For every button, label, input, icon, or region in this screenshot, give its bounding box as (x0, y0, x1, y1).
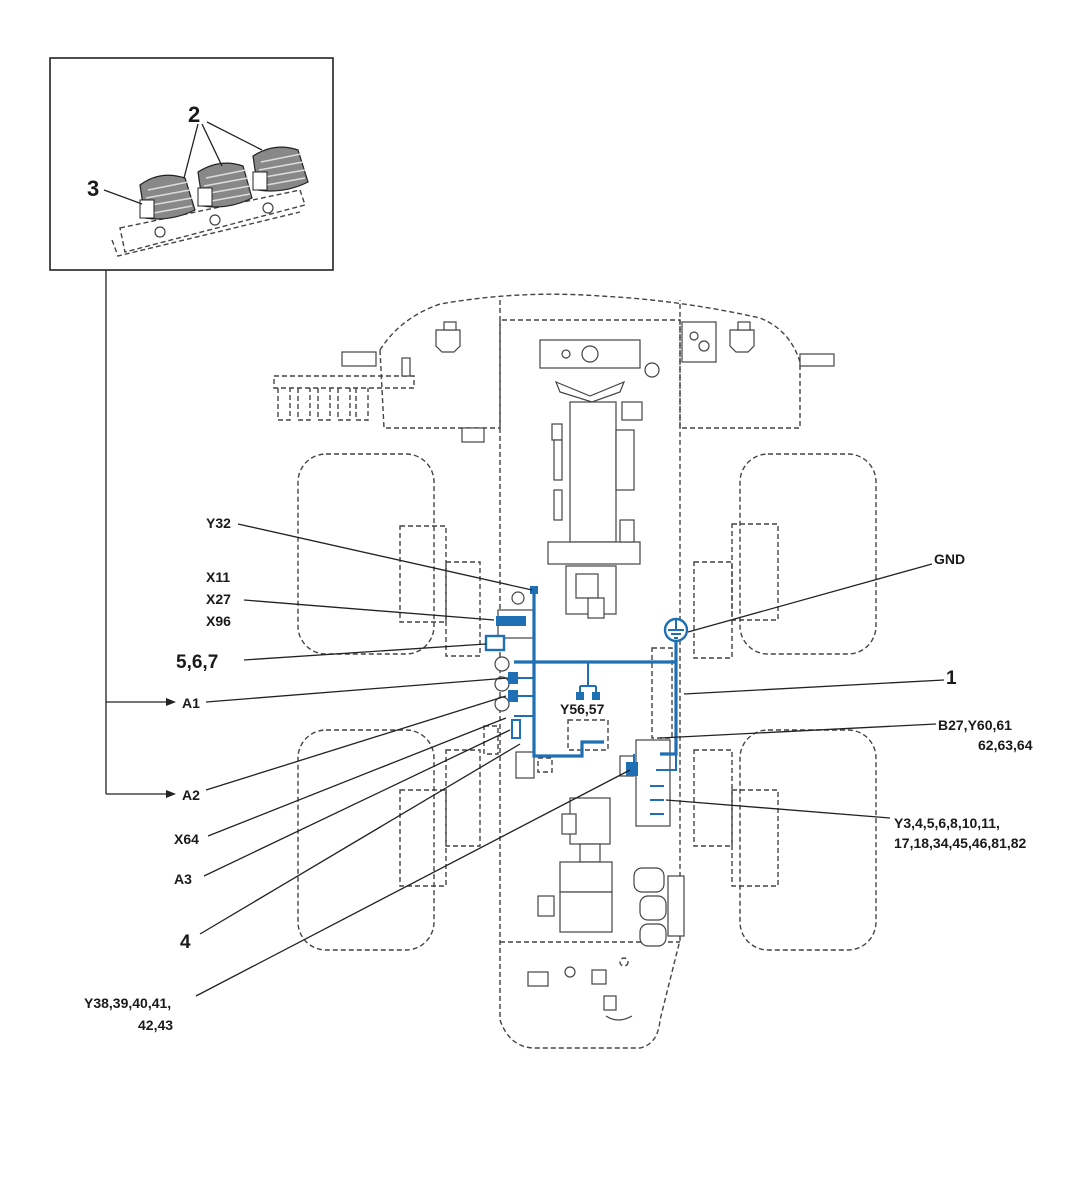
label-item-4: 4 (180, 932, 191, 953)
engine-block (569, 401, 617, 543)
label-b27-line2: 62,63,64 (978, 737, 1033, 753)
tractor-outline (273, 293, 877, 1049)
work-lamp-left (139, 174, 196, 238)
label-x96: X96 (206, 613, 231, 629)
label-x27: X27 (206, 591, 231, 607)
label-item-3: 3 (87, 176, 99, 201)
callout-labels: Y32 X11 X27 X96 5,6,7 A1 A2 X64 A3 4 Y38… (84, 515, 1033, 1033)
cab-roof (379, 293, 801, 429)
label-a2: A2 (182, 787, 200, 803)
leader-lines (195, 523, 945, 997)
label-items-5-6-7: 5,6,7 (176, 652, 218, 673)
harness (484, 586, 689, 815)
label-y3-line1: Y3,4,5,6,8,10,11, (894, 815, 1000, 831)
work-lamp-middle (197, 162, 253, 226)
label-gnd: GND (934, 551, 965, 567)
label-x11: X11 (206, 569, 230, 585)
valve-y56-57 (567, 719, 609, 751)
label-a1: A1 (182, 695, 200, 711)
inset-detail: 2 3 (49, 57, 334, 271)
label-a3: A3 (174, 871, 192, 887)
label-x64: X64 (174, 831, 199, 847)
label-y38-line1: Y38,39,40,41, (84, 995, 171, 1011)
label-item-2: 2 (188, 102, 200, 127)
front-right-wheel (739, 453, 877, 655)
label-y3-line2: 17,18,34,45,46,81,82 (894, 835, 1027, 851)
hydraulic-block (559, 891, 613, 933)
rear-right-wheel (739, 729, 877, 951)
front-left-wheel (297, 453, 435, 655)
center-body (499, 300, 681, 1049)
label-b27-line1: B27,Y60,61 (938, 717, 1012, 733)
label-item-1: 1 (946, 668, 957, 689)
label-y38-line2: 42,43 (138, 1017, 173, 1033)
rear-left-wheel (297, 729, 435, 951)
label-y56-57: Y56,57 (560, 701, 605, 717)
label-y32: Y32 (206, 515, 231, 531)
inset-leader (105, 270, 176, 798)
work-lamp-right (252, 146, 309, 214)
